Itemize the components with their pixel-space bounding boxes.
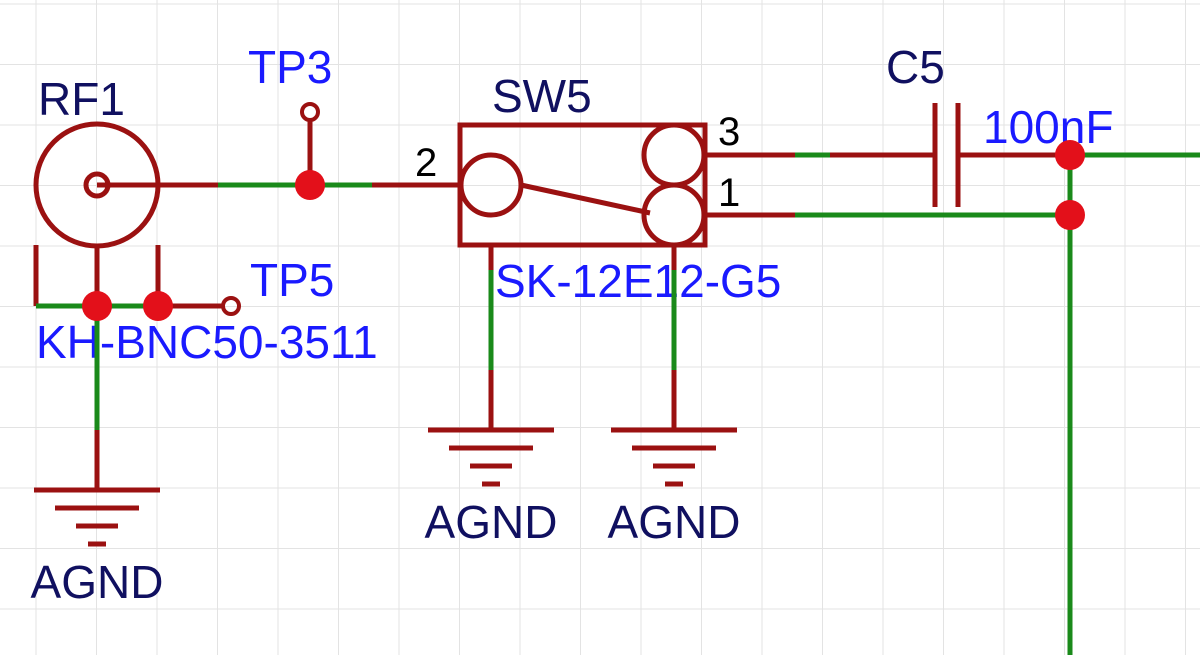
sw5-designator: SW5 (492, 70, 592, 122)
sw5-pin-1-label: 1 (718, 171, 740, 215)
sw5-switch[interactable]: 2 3 1 SW5 SK-12E12-G5 (372, 70, 795, 307)
wires (36, 152, 1200, 655)
gnd-stubs (94, 370, 677, 490)
sw5-lever (520, 182, 651, 216)
sw5-pin-2-label: 2 (415, 141, 437, 185)
tp3-test-point[interactable]: TP3 (248, 41, 332, 185)
c5-value: 100nF (983, 101, 1113, 153)
sw5-value: SK-12E12-G5 (495, 255, 781, 307)
c5-designator: C5 (886, 41, 945, 93)
agnd-symbol-sw5-left[interactable]: AGND (425, 427, 558, 548)
agnd-label-sw5-left: AGND (425, 496, 558, 548)
c5-capacitor[interactable]: C5 100nF (795, 41, 1113, 207)
junctions (82, 140, 1085, 321)
agnd-label-sw5-right: AGND (608, 496, 741, 548)
sw5-pin-3-label: 3 (718, 110, 740, 154)
tp3-designator: TP3 (248, 41, 332, 93)
agnd-symbol-sw5-right[interactable]: AGND (608, 427, 741, 548)
rf1-designator: RF1 (38, 73, 125, 125)
junction-tp5[interactable] (143, 291, 173, 321)
tp5-test-point[interactable]: TP5 (158, 254, 334, 316)
tp3-terminal (300, 102, 320, 122)
agnd-label-rf1: AGND (31, 556, 164, 608)
junction-c5-out[interactable] (1055, 140, 1085, 170)
rf1-value: KH-BNC50-3511 (36, 316, 378, 368)
tp5-terminal (221, 296, 241, 316)
junction-bypass[interactable] (1055, 200, 1085, 230)
sw5-contact-3 (641, 122, 707, 188)
agnd-symbol-rf1[interactable]: AGND (31, 487, 164, 608)
junction-rf1-gnd[interactable] (82, 291, 112, 321)
tp5-designator: TP5 (250, 254, 334, 306)
rf1-connector[interactable]: RF1 KH-BNC50-3511 (33, 73, 378, 368)
sw5-contact-1 (641, 182, 707, 248)
junction-tp3[interactable] (295, 170, 325, 200)
